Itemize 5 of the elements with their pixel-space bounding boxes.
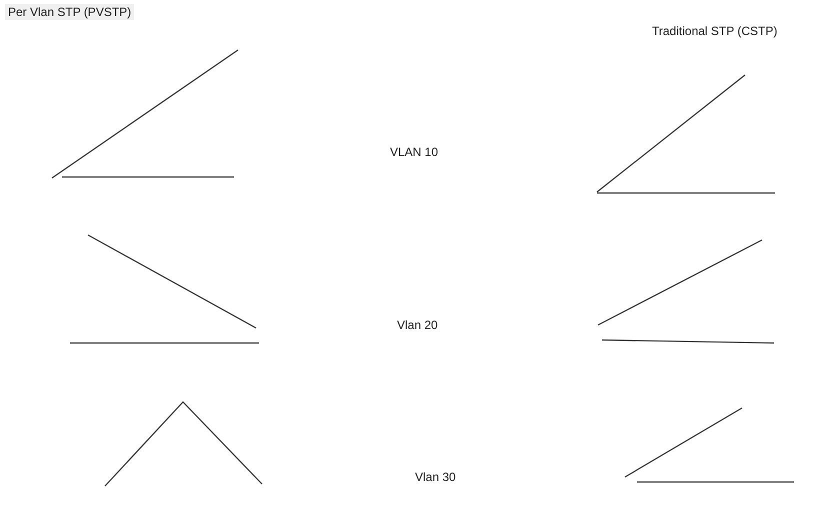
vlan-label: VLAN 10 [390,145,438,159]
heading: Traditional STP (CSTP) [652,24,778,38]
vlan-label: Vlan 30 [415,470,456,484]
vlan-label: Vlan 20 [397,318,438,332]
heading: Per Vlan STP (PVSTP) [5,4,134,20]
